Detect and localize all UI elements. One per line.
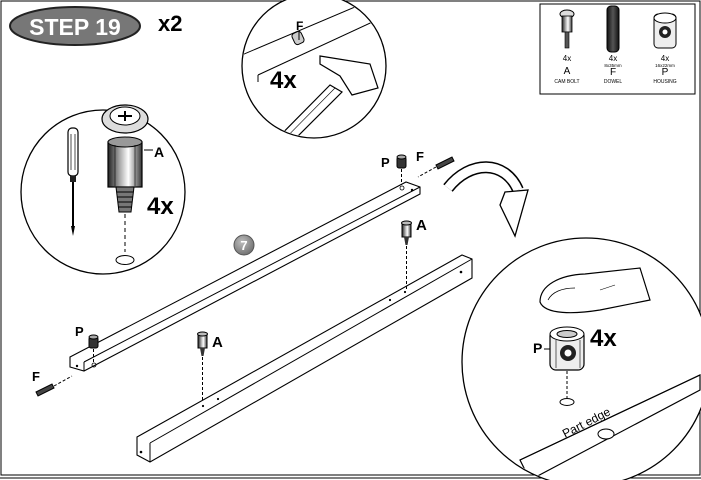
dowel-peg-icon [291, 30, 305, 46]
legend-qty-f: 4x [609, 54, 617, 63]
callout-a-left: A [212, 334, 223, 351]
hammer-inset: F 4x [241, 0, 387, 139]
cam-bolt-icon [559, 9, 575, 49]
panel-number: 7 [240, 238, 247, 253]
legend-qty-p: 4x [661, 54, 669, 63]
screwdriver-icon [67, 127, 79, 236]
callout-p-left: P [75, 324, 84, 339]
screwdriver-inset-qty: 4x [147, 193, 174, 220]
housing-top-icon [396, 154, 407, 169]
rotate-arrow-icon [443, 161, 529, 238]
housing-left-icon [88, 334, 99, 349]
legend-code-p: P [662, 67, 669, 78]
legend-name-a: CAM BOLT [554, 79, 579, 85]
step-label: STEP 19 [29, 14, 121, 40]
cam-bolt-left-icon [197, 331, 208, 356]
parts-legend: 4x A CAM BOLT 4x 8x35mm F DOWEL 4x 16x22… [539, 3, 696, 95]
dowel-icon [606, 5, 620, 53]
cam-bolt-right-icon [401, 220, 412, 245]
legend-code-f: F [610, 67, 616, 78]
callout-f-top: F [416, 149, 424, 164]
step-multiplier: x2 [158, 11, 182, 36]
legend-name-p: HOUSING [653, 79, 676, 85]
dowel-left-icon [35, 383, 55, 397]
hammer-inset-qty: 4x [270, 67, 297, 94]
housing-inset: P 4x Part edge [461, 237, 701, 480]
callout-p-top: P [381, 155, 390, 170]
housing-large-icon [549, 326, 585, 371]
callout-f-left: F [32, 369, 40, 384]
housing-icon [653, 12, 677, 49]
panel-7 [69, 181, 421, 372]
hammer-inset-part-label: F [296, 19, 303, 33]
cam-bolt-large-icon [101, 104, 149, 213]
legend-spec-f: 8x35mm [604, 63, 622, 68]
callout-a-right: A [416, 217, 427, 234]
screwdriver-inset: A 4x [20, 104, 186, 275]
panel-lower [136, 254, 473, 463]
legend-qty-a: 4x [563, 54, 571, 63]
thumb-icon [539, 267, 651, 314]
housing-inset-qty: 4x [590, 325, 617, 352]
legend-code-a: A [564, 66, 571, 77]
legend-name-f: DOWEL [604, 79, 623, 85]
housing-inset-part-label: P [533, 340, 542, 356]
dowel-top-icon [435, 156, 455, 170]
step-badge: STEP 19 [9, 6, 141, 46]
legend-spec-p: 16x22mm [655, 63, 675, 68]
screwdriver-inset-part-label: A [154, 144, 164, 160]
panel-number-badge: 7 [233, 234, 255, 256]
